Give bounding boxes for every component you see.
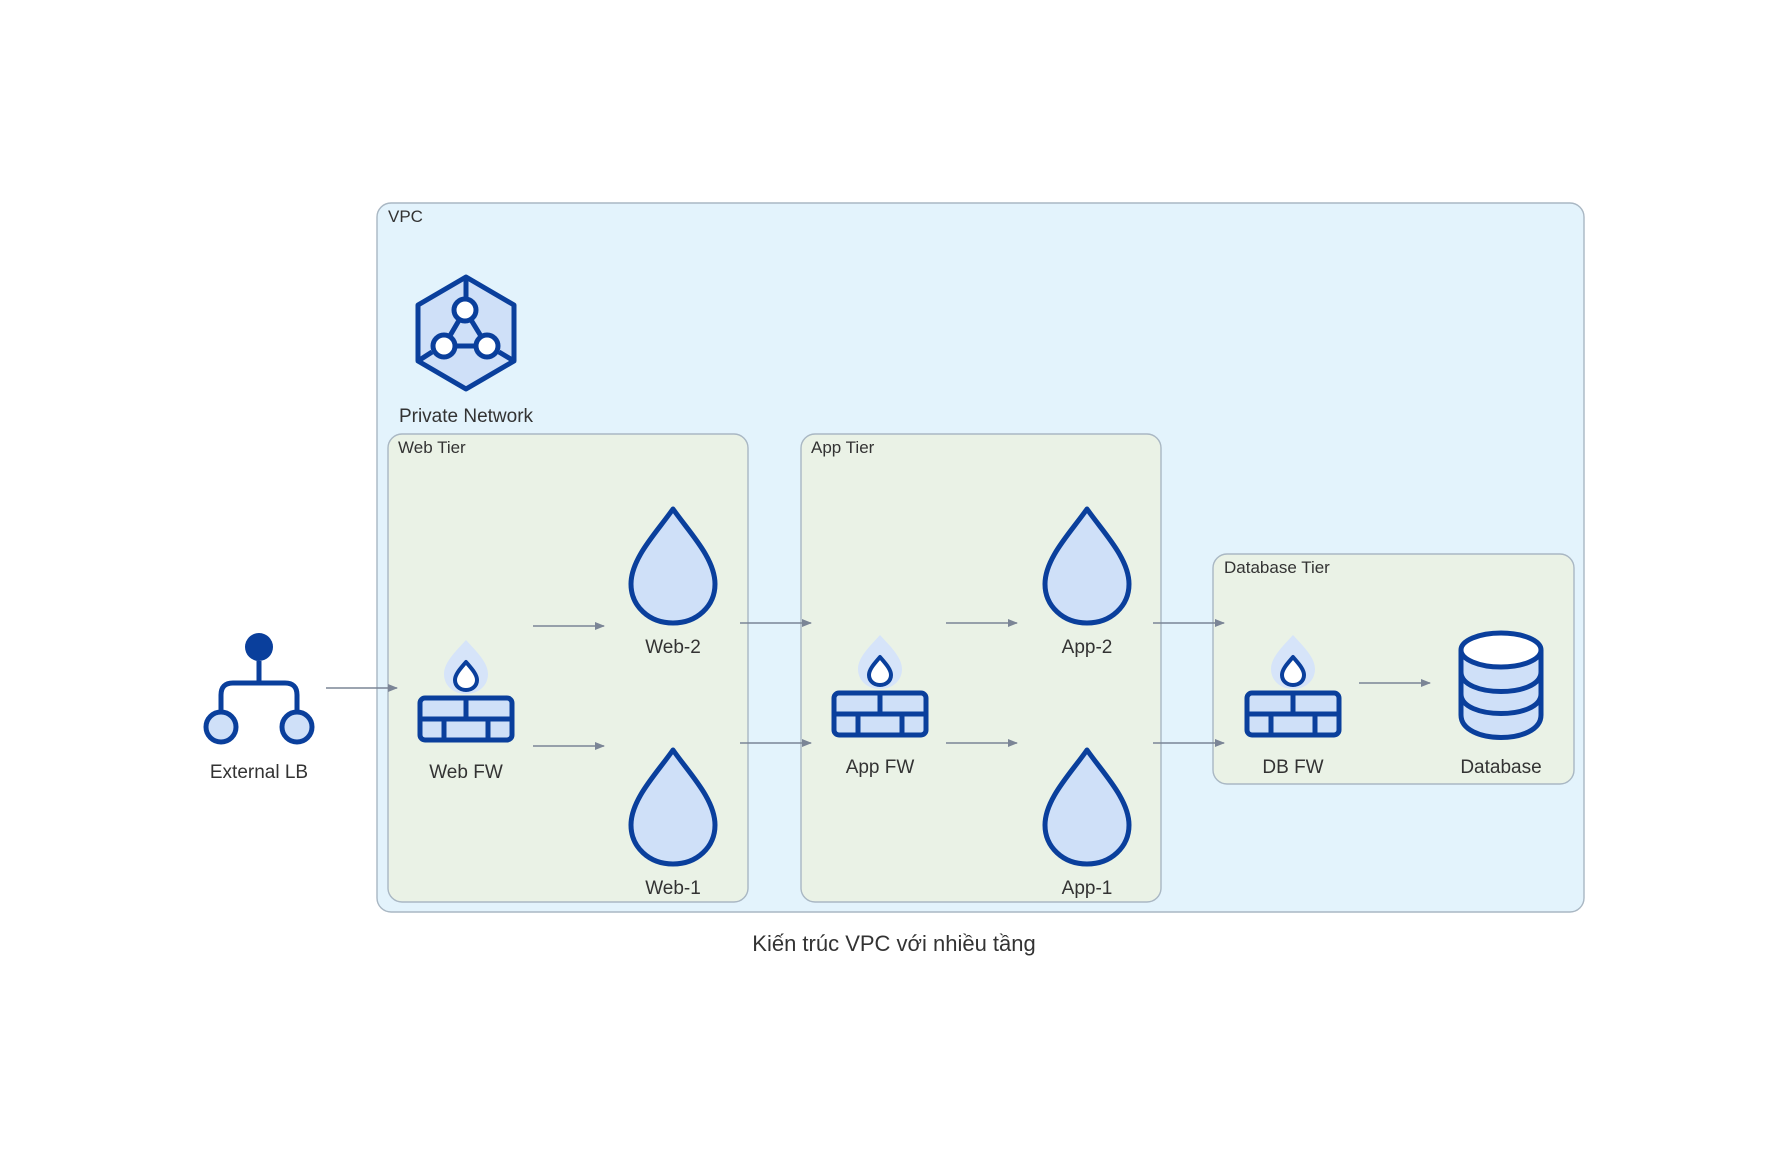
app-fw-node[interactable]: App FW bbox=[834, 635, 926, 778]
db-fw-node[interactable]: DB FW bbox=[1247, 635, 1339, 778]
web-fw-label: Web FW bbox=[429, 762, 503, 783]
vpc-cluster-label: VPC bbox=[388, 207, 423, 226]
private-network-node[interactable]: Private Network bbox=[399, 274, 534, 427]
web-tier-label: Web Tier bbox=[398, 438, 466, 457]
edges bbox=[326, 619, 1431, 750]
app-tier-label: App Tier bbox=[811, 438, 875, 457]
external-lb-label: External LB bbox=[210, 762, 308, 783]
web-1-node[interactable]: Web-1 bbox=[631, 750, 715, 899]
web-1-label: Web-1 bbox=[645, 878, 701, 899]
web-2-label: Web-2 bbox=[645, 637, 701, 658]
db-fw-label: DB FW bbox=[1262, 757, 1323, 778]
diagram-caption: Kiến trúc VPC với nhiều tầng bbox=[752, 931, 1035, 956]
database-icon bbox=[1458, 630, 1544, 740]
private-network-icon bbox=[415, 274, 517, 392]
database-label: Database bbox=[1460, 757, 1541, 778]
app-2-node[interactable]: App-2 bbox=[1045, 509, 1129, 658]
web-2-node[interactable]: Web-2 bbox=[631, 509, 715, 658]
database-tier-label: Database Tier bbox=[1224, 558, 1330, 577]
app-2-label: App-2 bbox=[1062, 637, 1113, 658]
app-1-label: App-1 bbox=[1062, 878, 1113, 899]
app-fw-label: App FW bbox=[846, 757, 915, 778]
private-network-label: Private Network bbox=[399, 406, 534, 427]
web-fw-node[interactable]: Web FW bbox=[420, 640, 512, 783]
app-1-node[interactable]: App-1 bbox=[1045, 750, 1129, 899]
external-lb-node[interactable]: External LB bbox=[203, 633, 315, 783]
database-node[interactable]: Database bbox=[1458, 630, 1544, 778]
load-balancer-icon bbox=[203, 633, 315, 745]
